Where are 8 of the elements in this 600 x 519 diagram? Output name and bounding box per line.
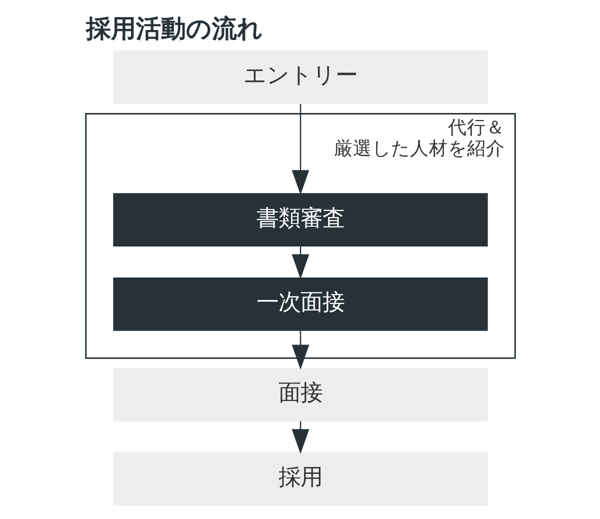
node-box: 一次面接 [112, 278, 488, 331]
node-box: 採用 [112, 452, 488, 506]
node-box: 書類審査 [112, 193, 488, 246]
node-box: エントリー [112, 50, 488, 104]
diagram-title: 採用活動の流れ [85, 14, 262, 43]
node-box: 面接 [112, 368, 488, 422]
arrow [291, 330, 309, 370]
arrow [291, 104, 309, 195]
